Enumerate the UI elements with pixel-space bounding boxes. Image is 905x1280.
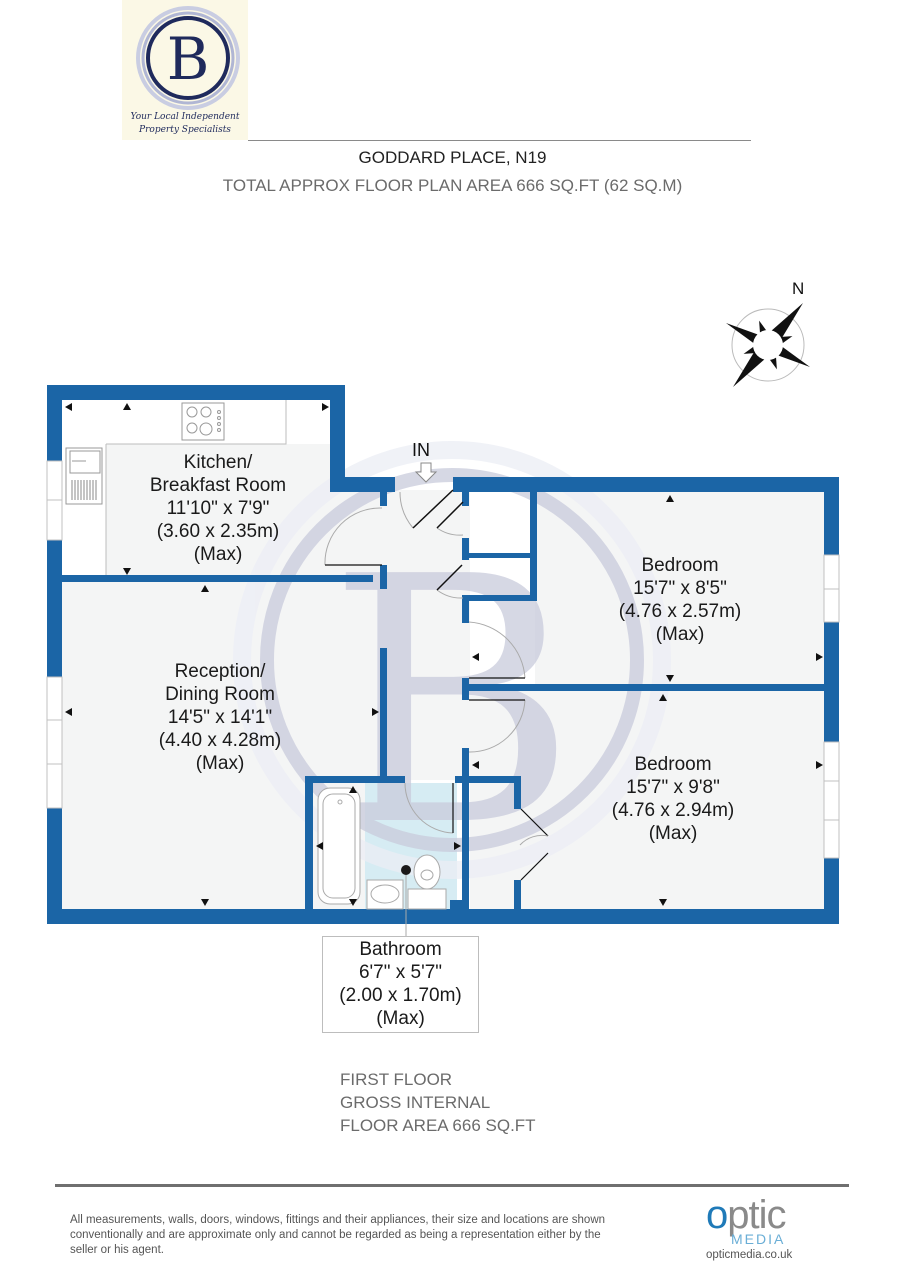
header-divider — [248, 140, 751, 141]
logo-tagline-line1: Your Local Independent — [130, 112, 240, 122]
compass-rose-icon — [726, 303, 810, 387]
compass-north-label: N — [792, 279, 805, 298]
room-label-kitchen: Kitchen/ Breakfast Room 11'10" x 7'9" (3… — [149, 452, 287, 565]
logo-tagline-line2: Property Specialists — [139, 125, 231, 135]
bathroom-label-box: Bathroom 6'7" x 5'7" (2.00 x 1.70m) (Max… — [322, 936, 479, 1033]
agency-logo-emblem-icon: B — [136, 6, 240, 110]
room-label-reception: Reception/ Dining Room 14'5" x 14'1" (4.… — [158, 661, 282, 774]
basin-icon — [366, 879, 404, 910]
hob-icon — [181, 402, 225, 441]
room-label-bedroom-1: Bedroom 15'7" x 8'5" (4.76 x 2.57m) (Max… — [618, 555, 742, 645]
windows — [46, 460, 840, 859]
optic-media-url: opticmedia.co.uk — [706, 1249, 793, 1261]
bath-icon — [317, 787, 361, 905]
walls — [47, 385, 839, 924]
boiler-marker-icon — [401, 865, 411, 875]
measurement-arrows — [65, 403, 823, 906]
disclaimer-text: All measurements, walls, doors, windows,… — [70, 1214, 606, 1256]
room-label-bedroom-2: Bedroom 15'7" x 9'8" (4.76 x 2.94m) (Max… — [611, 754, 735, 844]
optic-media-subtitle: MEDIA — [731, 1231, 786, 1247]
optic-wordmark: optic — [706, 1193, 787, 1237]
floor-plan: B — [46, 303, 840, 936]
property-address: GODDARD PLACE, N19 — [358, 148, 547, 167]
entrance-arrow-icon — [414, 462, 438, 483]
kitchen-worktop — [105, 400, 287, 576]
sink-icon — [65, 447, 103, 505]
room-floors — [62, 400, 825, 909]
room-label-bathroom: Bathroom 6'7" x 5'7" (2.00 x 1.70m) (Max… — [339, 939, 462, 1029]
entrance-label: IN — [412, 440, 430, 460]
optic-media-logo: optic MEDIA opticmedia.co.uk — [700, 1195, 820, 1265]
toilet-icon — [407, 854, 447, 910]
doors — [324, 489, 549, 881]
floor-area-note: FIRST FLOOR GROSS INTERNAL FLOOR AREA 66… — [340, 1070, 536, 1135]
agency-logo: B Your Local Independent Property Specia… — [122, 0, 248, 140]
footer-divider — [55, 1184, 849, 1187]
svg-text:B: B — [167, 25, 210, 93]
total-floor-area: TOTAL APPROX FLOOR PLAN AREA 666 SQ.FT (… — [222, 176, 683, 195]
